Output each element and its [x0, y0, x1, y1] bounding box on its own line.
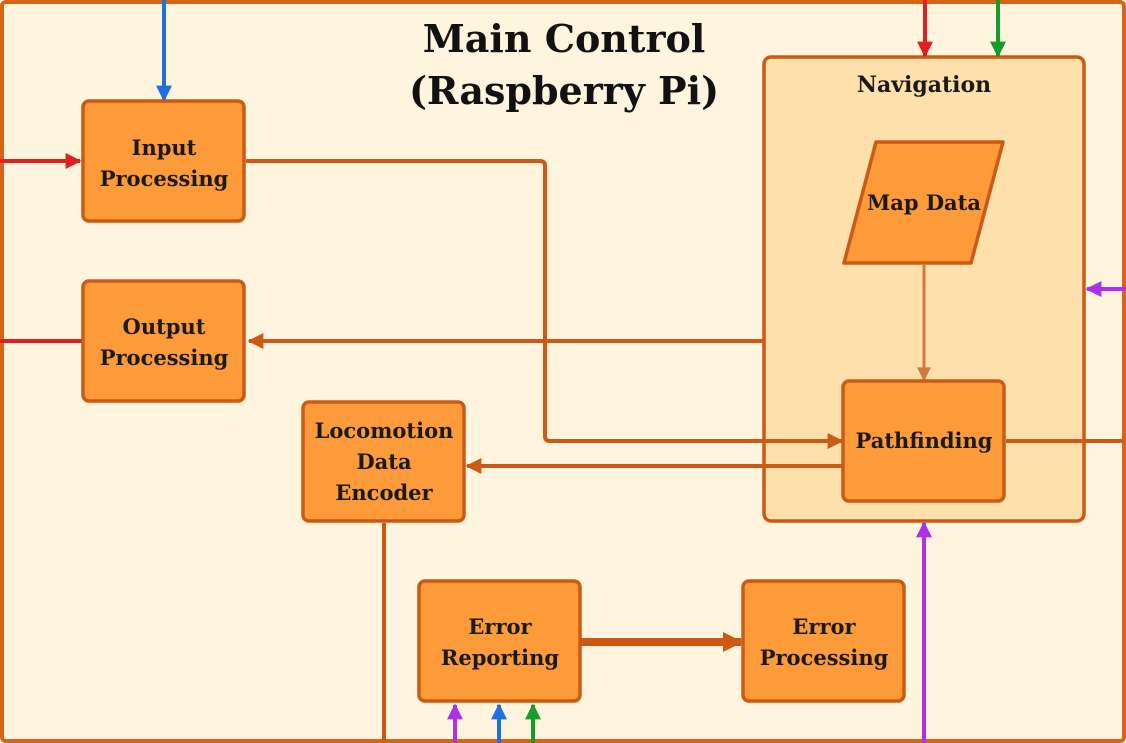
locomotion-encoder-block: Locomotion Data Encoder: [301, 400, 466, 523]
error-reporting-label-2: Reporting: [441, 645, 560, 670]
locomotion-label-2: Data: [356, 449, 412, 474]
error-processing-label-2: Processing: [760, 645, 889, 670]
output-processing-label-2: Processing: [100, 345, 229, 370]
error-reporting-label-1: Error: [468, 614, 532, 639]
pathfinding-block: Pathfinding: [841, 379, 1006, 503]
output-processing-label-1: Output: [123, 314, 206, 339]
output-processing-block: Output Processing: [81, 279, 246, 403]
navigation-label: Navigation: [857, 72, 991, 98]
error-processing-block: Error Processing: [741, 579, 906, 703]
input-processing-block: Input Processing: [81, 99, 246, 223]
map-data-block: Map Data: [842, 140, 1005, 265]
locomotion-label-3: Encoder: [335, 480, 433, 505]
input-processing-label-1: Input: [132, 135, 197, 160]
diagram-title-line1: Main Control: [423, 16, 706, 61]
error-reporting-block: Error Reporting: [417, 579, 582, 703]
map-data-label: Map Data: [867, 190, 981, 215]
input-to-pathfinding-arrow: [246, 159, 844, 449]
input-processing-label-2: Processing: [100, 166, 229, 191]
locomotion-label-1: Locomotion: [315, 418, 454, 443]
error-processing-label-1: Error: [792, 614, 856, 639]
diagram-title-line2: (Raspberry Pi): [409, 68, 719, 113]
pathfinding-label: Pathfinding: [856, 428, 993, 453]
